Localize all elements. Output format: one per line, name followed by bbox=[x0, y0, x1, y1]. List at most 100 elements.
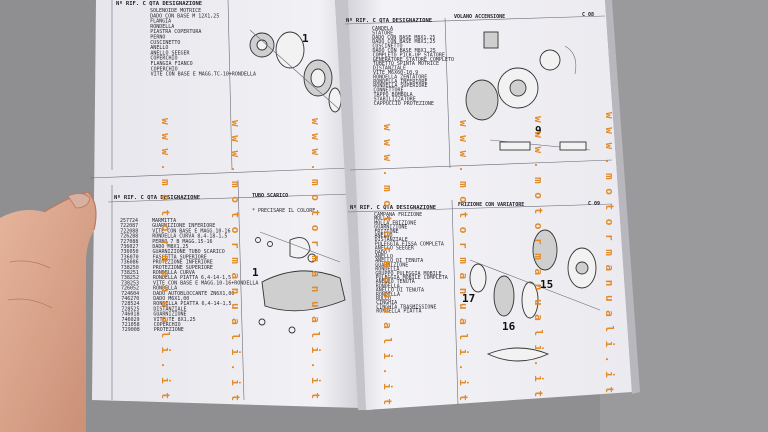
parts-row: TAPPO BOMBOLA bbox=[374, 92, 413, 98]
parts-row: FLANGIA FIANCO bbox=[151, 61, 193, 67]
parts-row: ANELLO SEEGER bbox=[375, 246, 415, 252]
parts-row: STABILIZZATORE bbox=[374, 96, 416, 102]
watermark-7: w w w . m o t o r m a n u a l i . i t bbox=[603, 112, 616, 394]
parts-row: GUARNIZIONE INFERIORE bbox=[152, 223, 215, 229]
parts-row: PROTEZIONE INFERIORE bbox=[153, 260, 213, 266]
parts-row: PULEGGIA MOBILE COMPLETA bbox=[376, 275, 448, 281]
parts-row: RONDELLA ZENTATORE bbox=[373, 74, 427, 80]
part-code: 726288 bbox=[120, 234, 138, 240]
right-top-page-code: C 08 bbox=[582, 12, 594, 18]
right-bottom-callout-15: 15 bbox=[540, 278, 553, 291]
parts-row: RONDELLA PIATTA 6,4-14-1,5 bbox=[153, 275, 231, 281]
part-code: 722088 bbox=[120, 228, 138, 234]
parts-row: CINGHIA bbox=[376, 300, 397, 306]
parts-row: GUARNIZIONE bbox=[153, 312, 186, 318]
parts-row: PERNO bbox=[150, 35, 165, 41]
parts-row: CAMPANA FRIZIONE bbox=[374, 212, 422, 218]
parts-row: VITE CON BASE E MAGG.TC-10+RONDELLA bbox=[151, 72, 256, 78]
left-bottom-callout: 1 bbox=[252, 266, 259, 279]
right-bottom-title: FRIZIONE CON VARIATORE bbox=[458, 202, 524, 208]
parts-row: FRIZIONE bbox=[374, 229, 398, 235]
part-code: 729008 bbox=[122, 327, 140, 333]
parts-row: COPERCHIO bbox=[151, 66, 178, 72]
part-code: 736070 bbox=[121, 254, 139, 260]
watermark-5: w w w . m o t o r m a n u a l i . i t bbox=[457, 120, 470, 402]
parts-row: PERNO 7 B MAGG.15-16 bbox=[152, 239, 212, 245]
left-bottom-header: Nº RIF. C QTA DESIGNAZIONE bbox=[114, 194, 200, 201]
right-bottom-callout-17: 17 bbox=[462, 292, 475, 305]
part-code: 721058 bbox=[122, 322, 140, 328]
watermark-2: w w w . m o t o r m a n u a l i . i t bbox=[229, 120, 242, 402]
part-code: 722087 bbox=[120, 223, 138, 229]
parts-row: RONDELLA bbox=[150, 24, 174, 30]
right-page: Nº RIF. C QTA DESIGNAZIONE VOLANO ACCENS… bbox=[344, 0, 632, 410]
parts-row: GUARNIZIONE bbox=[374, 225, 407, 231]
left-bottom-codes: 2577247220877220887262887270887360277360… bbox=[120, 218, 140, 333]
parts-row: MARMITTA bbox=[152, 218, 176, 224]
watermark-3: w w w . m o t o r m a n u a l i . i t bbox=[309, 118, 322, 400]
left-top-diagram: 1 bbox=[249, 29, 342, 113]
parts-row: STATORE bbox=[372, 30, 393, 36]
parts-row: DADO M8X1,25 bbox=[152, 244, 188, 250]
right-top-title: VOLANO ACCENSIONE bbox=[454, 14, 505, 20]
part-code: 746018 bbox=[121, 312, 139, 318]
left-top-section: Nº RIF. C QTA DESIGNAZIONE SOLENOIDE MOT… bbox=[111, 0, 342, 171]
parts-row: ANELLO DI TENUTA bbox=[376, 288, 424, 294]
left-page: Nº RIF. C QTA DESIGNAZIONE SOLENOIDE MOT… bbox=[89, 0, 360, 408]
right-top-header: Nº RIF. C QTA DESIGNAZIONE bbox=[346, 17, 432, 24]
watermark-layer: w w w . m o t o r m a n u a l i . i t w … bbox=[159, 112, 616, 406]
part-code: 738253 bbox=[121, 280, 139, 286]
parts-row: VITE CON BASE E MAGG.10-16+RONDELLA bbox=[153, 280, 258, 286]
parts-row: DADO AUTOBLOCCANTE ZN6X1,00 bbox=[153, 291, 234, 297]
left-bottom-note: * PRECISARE IL COLORE bbox=[252, 208, 315, 214]
part-code: 736027 bbox=[120, 244, 138, 250]
parts-row: DISTANZIALE bbox=[153, 306, 186, 312]
parts-row: CAPPUCCIO PROTEZIONE bbox=[374, 101, 434, 107]
parts-row: ANELLO bbox=[150, 45, 168, 51]
parts-row: VITE M6X60-10,9 bbox=[373, 70, 418, 76]
parts-row: SOLENOIDE MOTRICE bbox=[150, 8, 201, 14]
parts-row: COMPLETO PICK-UP STATORE bbox=[373, 52, 445, 58]
parts-row: RONDELLA CURVA 8,4-18-1,5 bbox=[152, 234, 227, 240]
parts-row: DADO CON BASE M8X1,25 bbox=[373, 48, 436, 54]
part-code: 728525 bbox=[121, 306, 139, 312]
part-code: 736086 bbox=[121, 260, 139, 266]
parts-row: PROTEZIONE SUPERIORE bbox=[153, 265, 213, 271]
parts-row: COPERCHIO bbox=[154, 322, 181, 328]
parts-row: TUBETTO SPINTA MOTRICE bbox=[373, 61, 439, 67]
parts-row: ANELLO bbox=[375, 233, 393, 239]
parts-row: MOLLA bbox=[374, 216, 389, 222]
parts-row: COPERCHIO bbox=[150, 56, 177, 62]
parts-row: CUSCINETTO bbox=[150, 40, 180, 46]
right-bottom-callout-16: 16 bbox=[502, 320, 516, 333]
parts-row: RONDELLA PIATTA 6,4-14-1,5 bbox=[153, 301, 231, 307]
parts-row: DADO CON BASE M8X1,25 bbox=[372, 35, 435, 41]
part-code: 738251 bbox=[121, 270, 139, 276]
part-code: 736050 bbox=[121, 249, 139, 255]
watermark-6: w w w . m o t o r m a n u a l i . i t bbox=[532, 116, 545, 398]
parts-row: PROTEZIONE bbox=[154, 327, 184, 333]
parts-row: RONDELLA bbox=[376, 283, 400, 289]
part-code: 746270 bbox=[121, 296, 139, 302]
parts-row: GENERATORE STATORE COMPLETO bbox=[373, 57, 454, 63]
parts-row: RONDELLA bbox=[375, 267, 399, 273]
hand bbox=[0, 191, 97, 432]
parts-row: PIASTRA COPERTURA bbox=[150, 29, 201, 35]
parts-row: ANELLO TENUTA bbox=[376, 279, 415, 285]
parts-row: CUSCINETTO bbox=[372, 44, 402, 50]
part-code: 738252 bbox=[121, 275, 139, 281]
parts-row: DADO M6X1,00 bbox=[153, 296, 189, 302]
parts-row: RONDELLA INFERIORE bbox=[373, 79, 427, 85]
parts-row: DADO CON BASE M8X1,25 bbox=[372, 39, 435, 45]
right-bottom-page-code: C 09 bbox=[588, 201, 600, 207]
part-code: 738250 bbox=[121, 265, 139, 271]
right-bottom-header: Nº RIF. C QTA DESIGNAZIONE bbox=[350, 204, 436, 211]
parts-row: RONDELLA bbox=[376, 292, 400, 298]
parts-row: DISTANZIALE bbox=[375, 237, 408, 243]
right-top-section: Nº RIF. C QTA DESIGNAZIONE VOLANO ACCENS… bbox=[344, 12, 606, 169]
parts-row: CONNETTORE bbox=[373, 88, 403, 94]
parts-row: ANELLO DI TENUTA bbox=[375, 258, 423, 264]
